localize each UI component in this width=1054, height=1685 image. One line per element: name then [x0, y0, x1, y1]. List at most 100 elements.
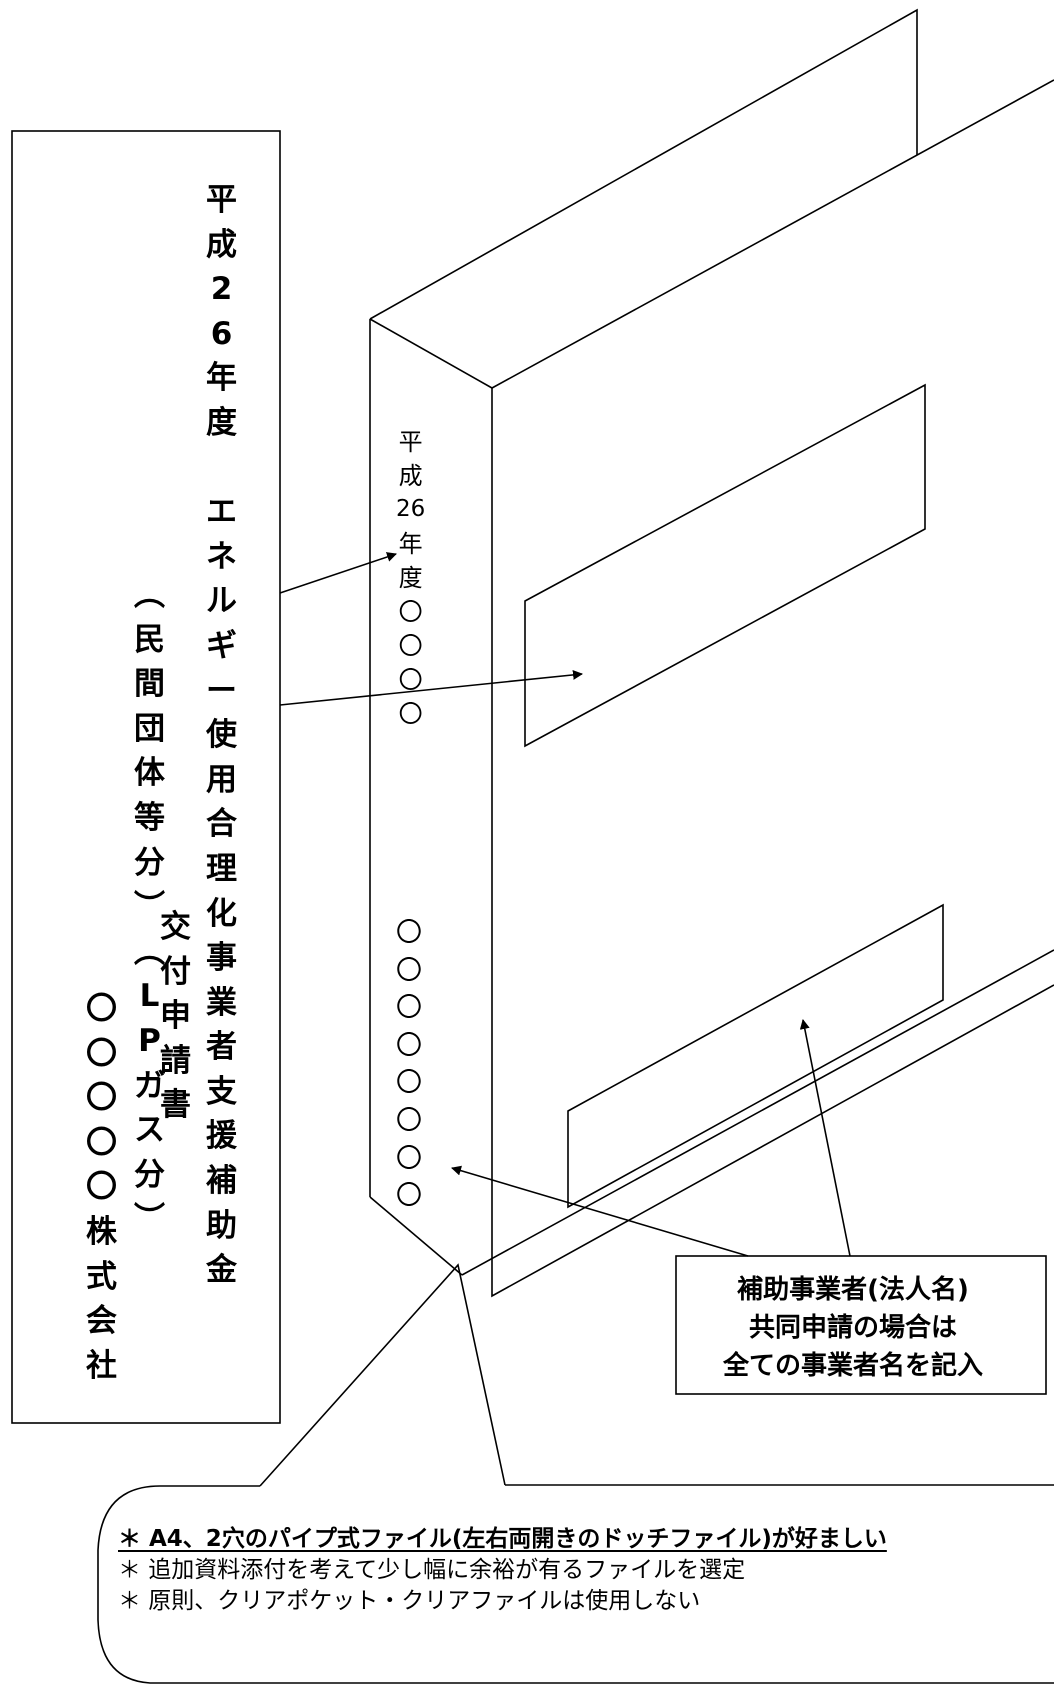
- cover-subtitle-char: 民: [134, 621, 165, 658]
- cover-subtitle-char: ガ: [134, 1067, 165, 1104]
- spine-company-name: 〇〇〇〇〇〇〇〇: [396, 920, 422, 1221]
- cover-subtitle-char: ︵: [134, 933, 165, 970]
- cover-title-char: [216, 453, 227, 498]
- cover-title-char: ル: [206, 583, 237, 620]
- cover-subtitle-char: 間: [134, 666, 165, 703]
- cover-title-char: 金: [206, 1252, 237, 1289]
- cover-title-char: ー: [206, 672, 237, 709]
- notes-list: ＊ A4、2穴のパイプ式ファイル(左右両開きのドッチファイル)が好ましい ＊ 追…: [118, 1524, 887, 1617]
- cover-title-char: 支: [206, 1073, 237, 1110]
- cover-subtitle-char: 分: [134, 1156, 165, 1193]
- binder-spine-bottom: [369, 1196, 463, 1276]
- callout-text: 補助事業者(法人名) 共同申請の場合は 全ての事業者名を記入: [674, 1271, 1032, 1385]
- cover-title-char: 平: [206, 182, 237, 218]
- binder-back-cover-bottom: [461, 949, 1054, 1276]
- spine-year-char: 〇: [398, 598, 423, 626]
- cover-company-char: 〇: [86, 1169, 117, 1206]
- cover-sample-box: [11, 130, 281, 1424]
- cover-company-char: 〇: [86, 1080, 117, 1117]
- spine-year-char: 年: [398, 530, 423, 558]
- cover-company-char: 社: [86, 1347, 117, 1384]
- front-label-lower: [567, 903, 944, 1209]
- cover-subtitle-char: L: [139, 978, 160, 1015]
- arrow-callout-to-front-label: [799, 1019, 851, 1257]
- binder-front-cover-edge: [491, 388, 1054, 1298]
- cover-subtitle-char: 団: [134, 710, 165, 747]
- arrow-title-to-front-label: [279, 669, 583, 706]
- cover-company-char: 会: [86, 1303, 117, 1340]
- cover-title-char: 理: [206, 850, 237, 887]
- cover-company-char: 式: [86, 1258, 117, 1295]
- spine-name-char: 〇: [396, 1030, 423, 1061]
- arrow-callout-to-spine-name: [451, 1165, 749, 1257]
- spine-year-char: 〇: [398, 700, 423, 728]
- spine-name-char: 〇: [396, 1143, 423, 1174]
- spine-year-char: 成: [398, 462, 423, 490]
- callout-line: 全ての事業者名を記入: [722, 1351, 983, 1381]
- cover-title-char: エ: [206, 494, 237, 531]
- cover-subtitle-char: P: [138, 1022, 161, 1059]
- cover-title-char: 助: [206, 1207, 237, 1244]
- cover-title-char: 化: [206, 895, 237, 932]
- spine-name-char: 〇: [396, 1068, 423, 1099]
- spine-year-char: 26: [396, 496, 426, 522]
- cover-subtitle-char: ︶: [134, 1201, 165, 1238]
- cover-application-label: 交付申請書: [160, 912, 191, 1135]
- cover-subtitle-char: 等: [134, 799, 165, 836]
- cover-application-char: 請: [160, 1042, 191, 1079]
- spine-year-char: 〇: [398, 632, 423, 660]
- spine-name-char: 〇: [396, 993, 423, 1024]
- spine-name-char: 〇: [396, 1105, 423, 1136]
- cover-title-char: ギ: [206, 627, 237, 664]
- cover-subtitle-char: ︵: [134, 577, 165, 613]
- front-label-upper: [524, 383, 926, 748]
- notes-balloon: [97, 1484, 1054, 1684]
- cover-title-char: 業: [206, 984, 237, 1021]
- cover-company-char: 〇: [86, 1124, 117, 1161]
- cover-title-char: 2: [210, 271, 233, 308]
- cover-application-char: 申: [160, 998, 191, 1035]
- cover-subtitle-char: 体: [134, 755, 165, 792]
- cover-company-char: 〇: [86, 991, 117, 1027]
- cover-title-char: 事: [206, 940, 237, 977]
- cover-company-char: 株: [86, 1213, 117, 1250]
- cover-title-char: 使: [206, 717, 237, 754]
- callout-box: [675, 1255, 1047, 1395]
- cover-company-char: 〇: [86, 1035, 117, 1072]
- cover-subtitle-char: ス: [134, 1112, 165, 1149]
- spine-year-char: 平: [398, 428, 423, 456]
- cover-title-char: 合: [206, 806, 237, 843]
- cover-title-char: 成: [206, 226, 237, 263]
- note-line: ＊ 原則、クリアポケット・クリアファイルは使用しない: [118, 1588, 701, 1614]
- note-line-primary: ＊ A4、2穴のパイプ式ファイル(左右両開きのドッチファイル)が好ましい: [118, 1526, 887, 1552]
- cover-subtitle-char: 分: [134, 844, 165, 881]
- spine-name-char: 〇: [396, 918, 423, 948]
- cover-application-char: 付: [160, 953, 191, 990]
- cover-application-char: 書: [160, 1087, 191, 1124]
- cover-title-char: 者: [206, 1029, 237, 1066]
- cover-title-char: 用: [206, 761, 237, 798]
- cover-title-char: 年: [206, 360, 237, 397]
- cover-title-char: 援: [206, 1118, 237, 1155]
- note-line: ＊ 追加資料添付を考えて少し幅に余裕が有るファイルを選定: [118, 1557, 746, 1583]
- cover-subtitle-char: ︶: [134, 889, 165, 926]
- spine-name-char: 〇: [396, 1181, 423, 1212]
- cover-title-char: 度: [206, 404, 237, 441]
- binder-spine: [369, 318, 493, 389]
- cover-application-char: 交: [160, 909, 191, 945]
- spine-year-char: 度: [398, 564, 423, 592]
- spine-name-char: 〇: [396, 955, 423, 986]
- cover-title-char: 6: [210, 315, 233, 352]
- notes-balloon-pointer: [259, 1263, 506, 1487]
- callout-line: 共同申請の場合は: [748, 1313, 957, 1343]
- binder-back-cover: [369, 8, 918, 320]
- cover-title: 平成 2 6 年度 エネルギー使用合理化事業者支援補助金: [206, 185, 237, 1300]
- spine-year-char: 〇: [398, 666, 423, 694]
- cover-title-char: ネ: [206, 538, 237, 575]
- cover-company-name: 〇〇〇〇〇株式会社: [86, 994, 117, 1395]
- binder-front-cover: [491, 79, 1054, 389]
- cover-title-char: 補: [206, 1163, 237, 1200]
